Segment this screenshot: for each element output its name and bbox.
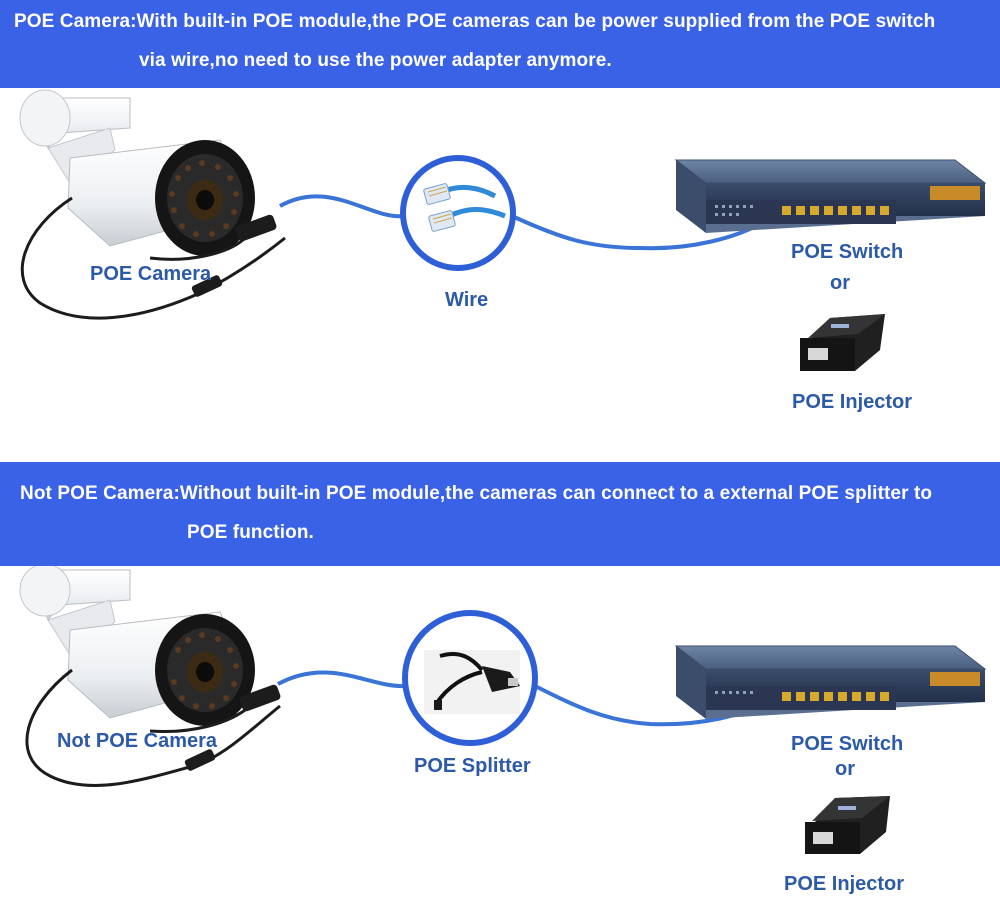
or-label: or (830, 272, 850, 294)
poe-injector-icon (800, 314, 885, 371)
poe-injector-label: POE Injector (792, 391, 913, 413)
poe-camera-banner: POE Camera:With built-in POE module,the … (0, 0, 1000, 88)
non-poe-camera-label: Not POE Camera (57, 730, 218, 752)
poe-injector-icon (805, 796, 890, 854)
wire-label: Wire (445, 289, 489, 311)
poe-splitter-label: POE Splitter (414, 755, 531, 777)
non-poe-camera-banner: Not POE Camera:Without built-in POE modu… (0, 462, 1000, 566)
poe-banner-line-2: via wire,no need to use the power adapte… (139, 50, 612, 71)
poe-switch-label-2: POE Switch (791, 733, 904, 755)
poe-camera-diagram (19, 89, 987, 371)
poe-switch-label: POE Switch (791, 241, 904, 263)
or-label-2: or (835, 758, 855, 780)
network-cable (279, 194, 772, 251)
poe-switch-icon (674, 645, 987, 719)
bullet-camera-icon (19, 89, 255, 256)
poe-camera-label: POE Camera (90, 263, 212, 285)
non-poe-banner-line-2: POE function. (187, 522, 314, 543)
poe-splitter-icon (402, 610, 538, 746)
bullet-camera-icon (19, 566, 255, 726)
non-poe-camera-diagram (19, 566, 987, 854)
poe-banner-line-1: POE Camera:With built-in POE module,the … (14, 11, 936, 32)
poe-injector-label-2: POE Injector (784, 873, 905, 895)
poe-switch-icon (674, 159, 987, 233)
ethernet-connector-icon (400, 155, 516, 271)
non-poe-banner-line-1: Not POE Camera:Without built-in POE modu… (20, 483, 933, 504)
